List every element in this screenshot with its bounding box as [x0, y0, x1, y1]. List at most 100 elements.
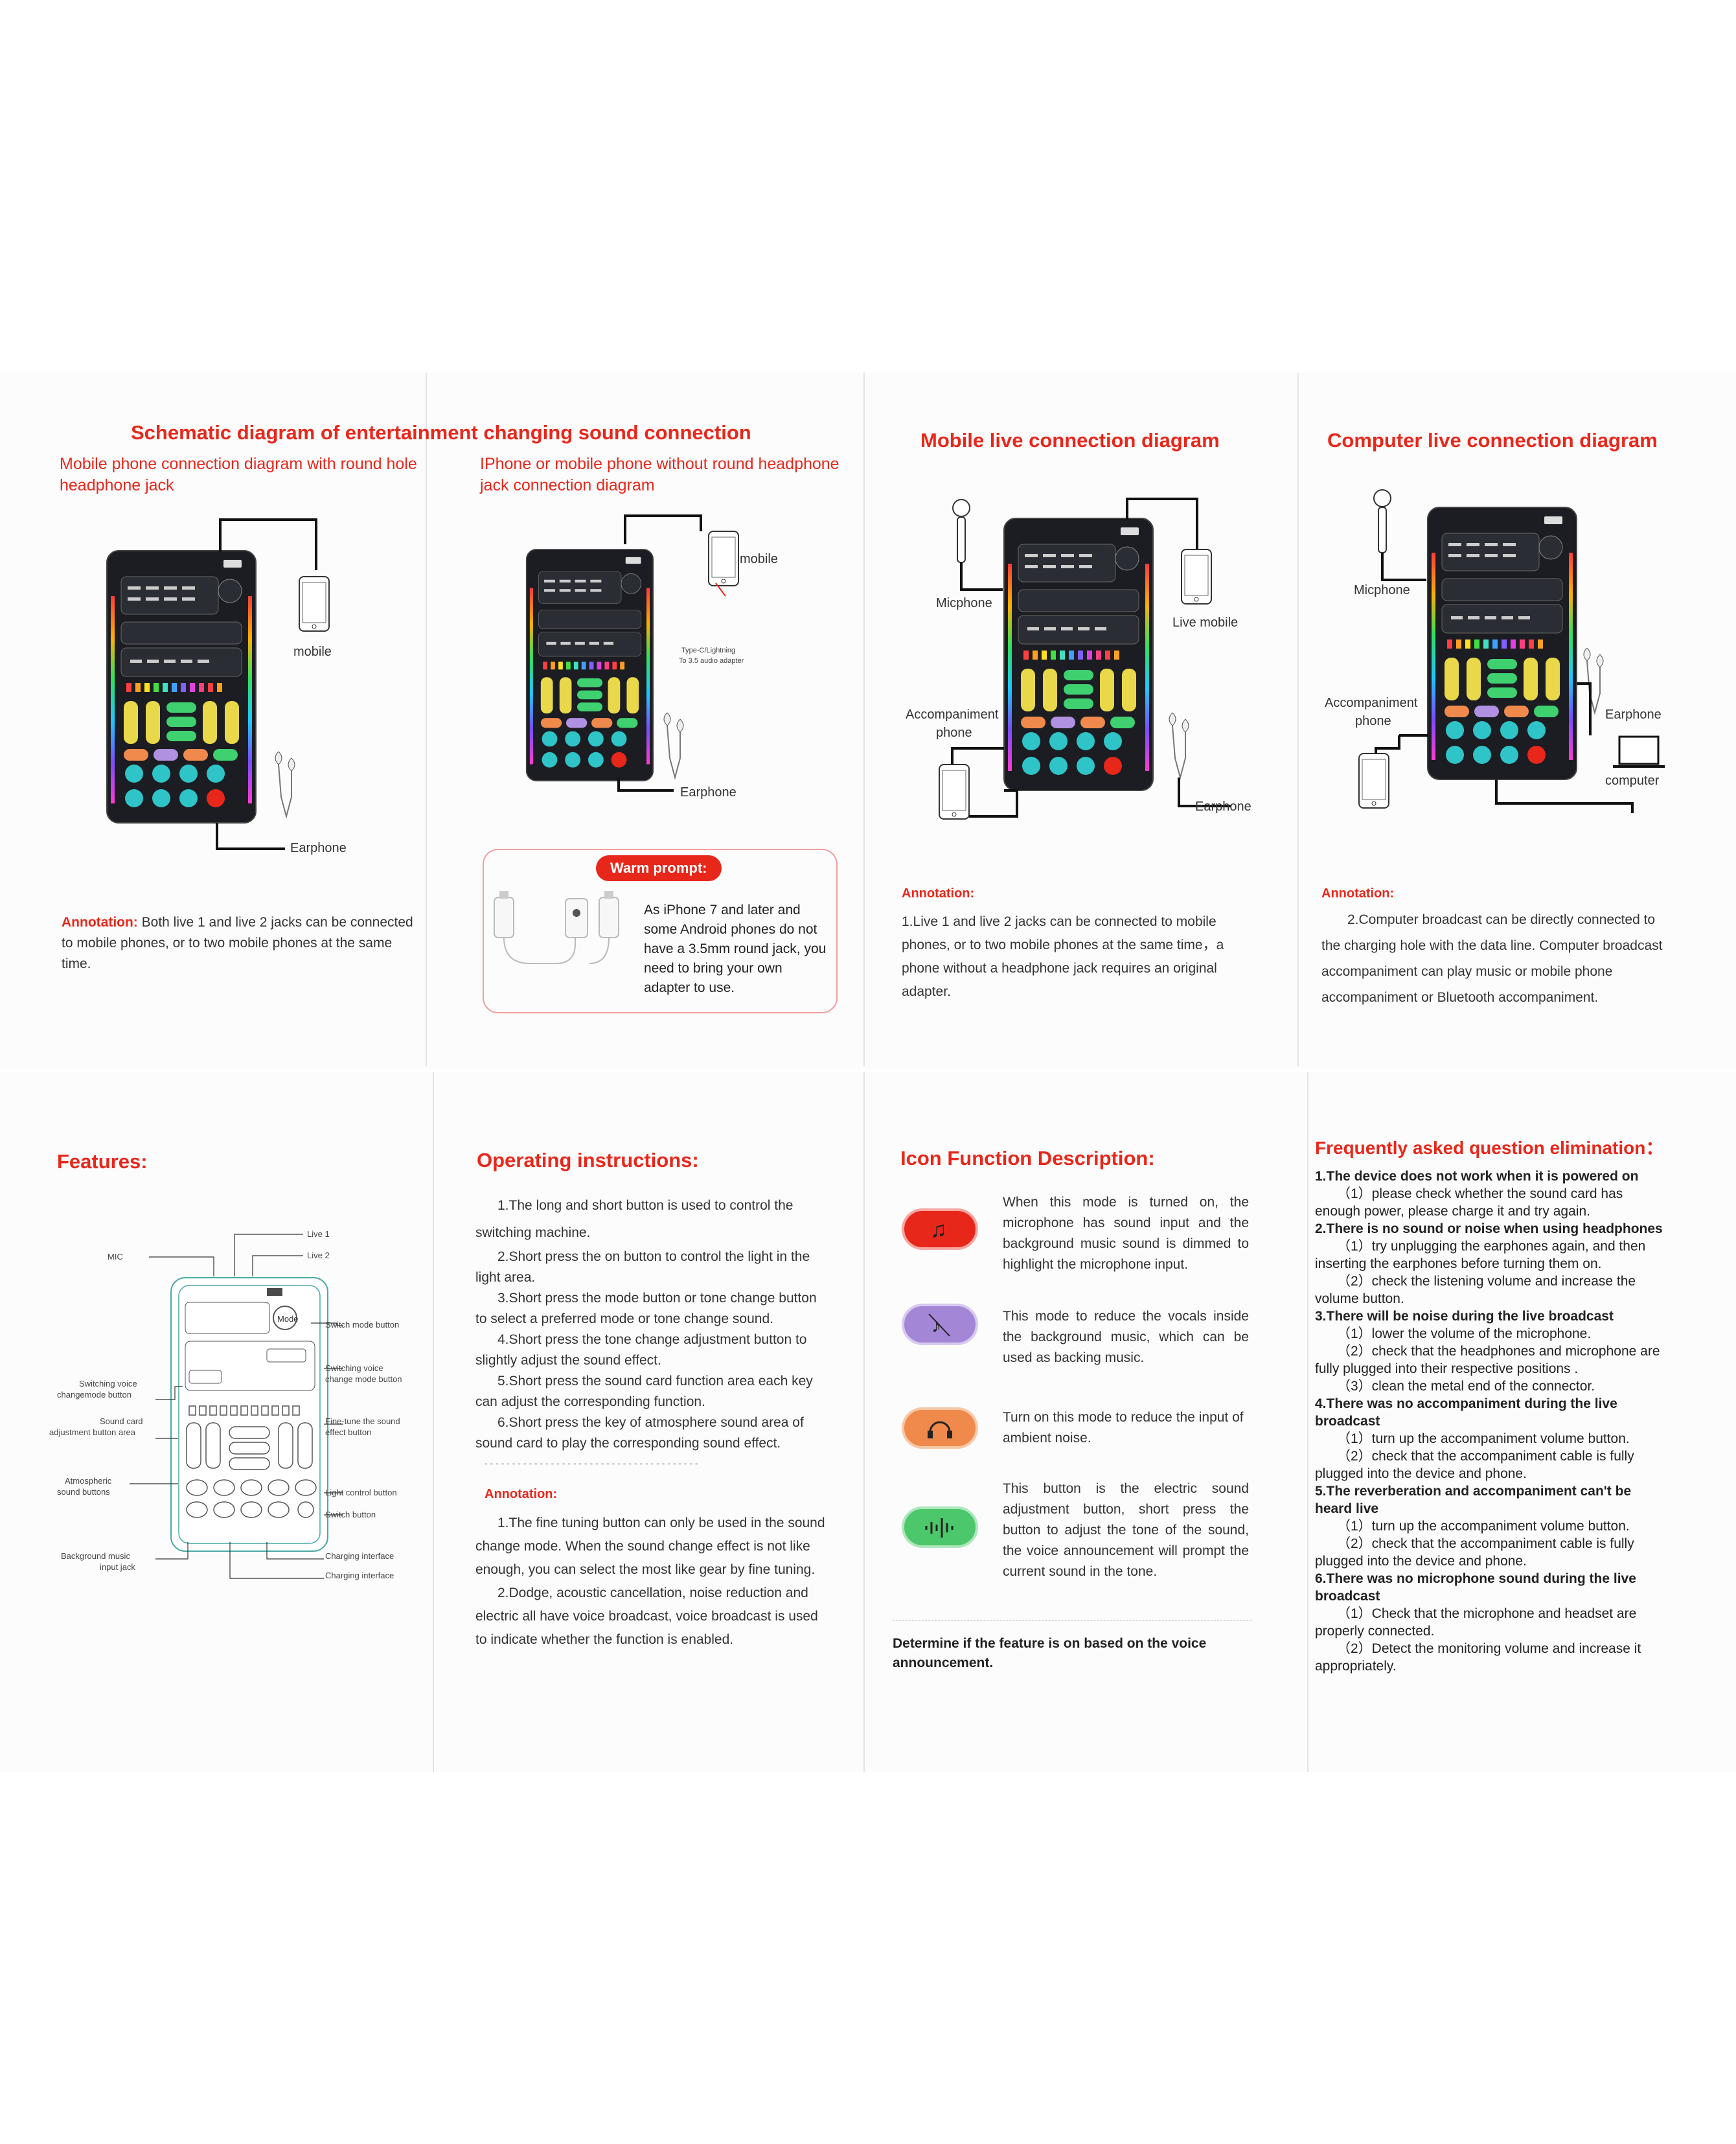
callout-charging-1: Charging interface: [325, 1551, 394, 1561]
faq-answer: （2）check that the accompaniment cable is…: [1315, 1536, 1634, 1569]
mobile-phone-icon: [708, 531, 739, 586]
icon-function-title: Icon Function Description:: [900, 1147, 1155, 1170]
label-adapter-line2: To 3.5 audio adapter: [679, 657, 744, 665]
operating-item: 6.Short press the key of atmosphere soun…: [475, 1415, 804, 1451]
computer-live-title: Computer live connection diagram: [1327, 429, 1658, 452]
faq-answer: （1）please check whether the sound card h…: [1315, 1186, 1623, 1219]
no-jack-connection-diagram: [525, 514, 739, 792]
annotation-text: 2.Computer broadcast can be directly con…: [1321, 912, 1663, 1005]
operating-item: 4.Short press the tone change adjustment…: [475, 1332, 807, 1368]
icon-button-music: ♫: [902, 1208, 978, 1250]
operating-list: 1.The long and short button is used to c…: [475, 1192, 832, 1454]
icon-button-vocal: ♪: [902, 1304, 978, 1345]
callout-switching-voice-right-2: change mode button: [325, 1374, 402, 1384]
icon-desc: This button is the electric sound adjust…: [1003, 1481, 1249, 1579]
callout-switching-voice-left-1: Switching voice: [79, 1379, 137, 1389]
annotation-label: Annotation:: [485, 1487, 558, 1501]
label-live-mobile: Live mobile: [1172, 616, 1239, 630]
faq-answer: （1）turn up the accompaniment volume butt…: [1337, 1519, 1630, 1534]
faq-title: Frequently asked question elimination：: [1315, 1138, 1664, 1158]
sound-wave-icon: [925, 1518, 954, 1538]
mobile-live-title: Mobile live connection diagram: [920, 429, 1220, 452]
icon-footer: Determine if the feature is on based on …: [893, 1636, 1207, 1670]
annotation-label: Annotation:: [902, 886, 975, 901]
callout-light-control: Light control button: [325, 1488, 397, 1497]
label-earphone: Earphone: [290, 841, 347, 855]
faq-question: 2.There is no sound or noise when using …: [1315, 1221, 1663, 1236]
annotation-label: Annotation:: [62, 915, 138, 930]
callout-fine-tune-1: Fine-tune the sound: [325, 1416, 400, 1426]
warm-prompt-box: [483, 849, 838, 1013]
label-computer: computer: [1605, 774, 1660, 788]
faq-answer: （2）Detect the monitoring volume and incr…: [1315, 1641, 1641, 1674]
separator: - - - - - - - - - - - - - - - - - - - - …: [485, 1458, 698, 1468]
features-device-outline: Mode: [170, 1277, 328, 1552]
label-acc-phone-line1: Accompaniment: [906, 708, 999, 722]
label-adapter-line1: Type-C/Lightning: [681, 647, 736, 654]
faq-answer: （1）try unplugging the earphones again, a…: [1315, 1239, 1646, 1271]
faq-question: 6.There was no microphone sound during t…: [1315, 1571, 1636, 1604]
faq-question: 1.The device does not work when it is po…: [1315, 1169, 1639, 1184]
callout-bg-music-1: Background music: [61, 1551, 130, 1561]
label-earphone: Earphone: [680, 785, 737, 800]
icon-button-electric: [902, 1506, 978, 1548]
callout-switch-button: Switch button: [325, 1510, 376, 1519]
faq-answer: （1）Check that the microphone and headset…: [1315, 1606, 1637, 1639]
faq-question: 5.The reverberation and accompaniment ca…: [1315, 1484, 1632, 1516]
callout-charging-2: Charging interface: [325, 1571, 394, 1580]
label-earphone: Earphone: [1195, 800, 1251, 814]
label-micphone: Micphone: [1354, 583, 1410, 597]
operating-note: 1.The fine tuning button can only be use…: [475, 1516, 825, 1577]
mobile-phone-icon: [1181, 549, 1212, 605]
computer-icon: [1618, 735, 1660, 765]
callout-mic: MIC: [108, 1252, 123, 1262]
microphone-icon: [952, 499, 970, 563]
operating-note: 2.Dodge, acoustic cancellation, noise re…: [475, 1585, 818, 1647]
fold-line: [863, 373, 865, 1066]
faq-answer: （2）check the listening volume and increa…: [1315, 1274, 1636, 1306]
features-callout-lines: [130, 1234, 343, 1579]
callout-switching-voice-left-2: changemode button: [57, 1390, 131, 1400]
operating-item: 1.The long and short button is used to c…: [475, 1198, 794, 1240]
earphone-icon: [1169, 712, 1189, 778]
callout-atmos-1: Atmospheric: [65, 1476, 112, 1486]
schematic-title: Schematic diagram of entertainment chang…: [131, 421, 751, 444]
mobile-phone-icon: [299, 576, 330, 632]
fold-line: [433, 1072, 434, 1772]
callout-atmos-2: sound buttons: [57, 1487, 110, 1497]
svg-text:♫: ♫: [930, 1217, 947, 1242]
fold-line: [1307, 1072, 1308, 1772]
callout-bg-music-2: input jack: [100, 1562, 135, 1572]
icon-desc: This mode to reduce the vocals inside th…: [1003, 1309, 1249, 1365]
faq-answer: （3）clean the metal end of the connector.: [1337, 1379, 1595, 1394]
faq-answer: （1）lower the volume of the microphone.: [1337, 1326, 1592, 1341]
label-acc-phone-line2: phone: [1355, 714, 1391, 728]
callout-sound-card-2: adjustment button area: [49, 1427, 135, 1437]
faq-question: 3.There will be noise during the live br…: [1315, 1309, 1614, 1324]
warm-prompt-text: As iPhone 7 and later and some Android p…: [644, 903, 827, 995]
round-jack-connection-diagram: [106, 518, 330, 850]
label-mobile: mobile: [740, 552, 778, 566]
faq-answer: （2）check that the accompaniment cable is…: [1315, 1449, 1634, 1481]
earphone-icon: [663, 712, 684, 778]
label-mobile: mobile: [293, 645, 332, 659]
label-acc-phone-line2: phone: [936, 726, 972, 740]
music-note-icon: ♫: [930, 1217, 947, 1242]
panel3-annotation-text: 1.Live 1 and live 2 jacks can be connect…: [902, 914, 1224, 999]
computer-live-diagram: [1358, 489, 1665, 813]
operating-notes: 1.The fine tuning button can only be use…: [475, 1512, 832, 1652]
operating-item: 2.Short press the on button to control t…: [475, 1249, 810, 1285]
mode-label: Mode: [277, 1314, 299, 1324]
features-title: Features:: [57, 1150, 148, 1173]
callout-fine-tune-2: effect button: [325, 1427, 372, 1437]
svg-text:♪: ♪: [931, 1315, 941, 1337]
panel4-annotation-text: 2.Computer broadcast can be directly con…: [1321, 907, 1678, 1011]
label-micphone: Micphone: [936, 596, 992, 610]
accompaniment-phone-icon: [939, 764, 970, 820]
panel1-annotation: Annotation: Both live 1 and live 2 jacks…: [62, 912, 418, 974]
annotation-text: Both live 1 and live 2 jacks can be conn…: [62, 915, 413, 971]
callout-live2: Live 2: [307, 1251, 330, 1260]
icon-desc: Turn on this mode to reduce the input of…: [1003, 1410, 1244, 1446]
mobile-live-diagram: [939, 498, 1231, 820]
icon-button-noise: [902, 1407, 978, 1449]
